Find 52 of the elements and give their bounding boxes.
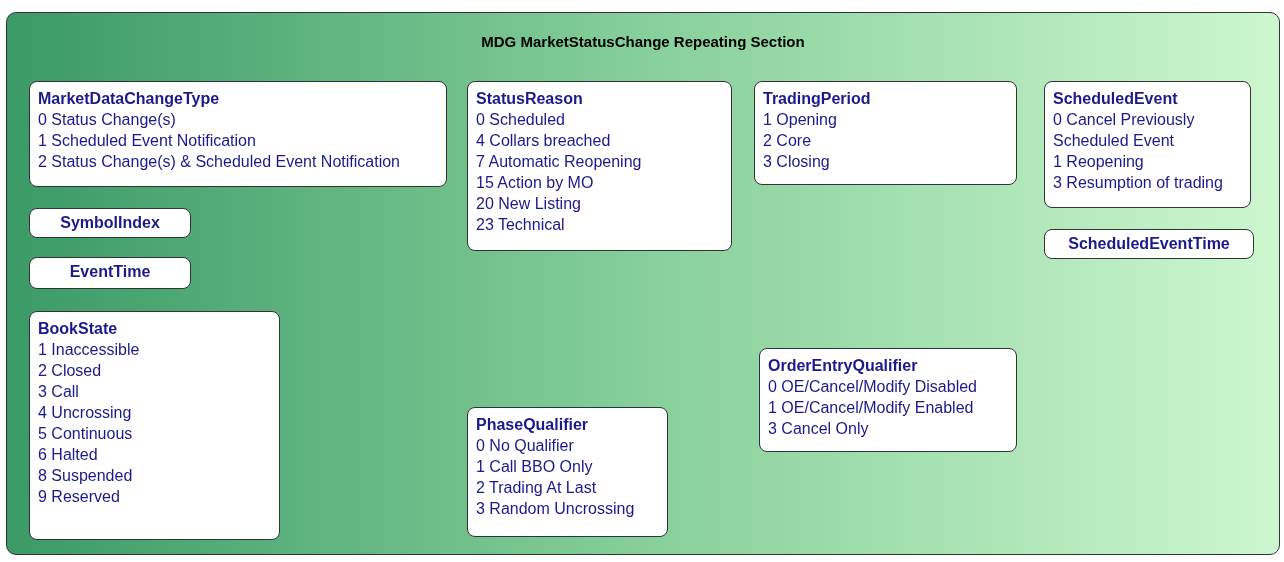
field-name: MarketDataChangeType xyxy=(38,89,221,109)
field-box xyxy=(29,311,280,540)
field-value: 3 Call xyxy=(38,382,80,402)
field-box xyxy=(759,348,1017,452)
field-name: StatusReason xyxy=(476,89,584,109)
field-value: 1 Reopening xyxy=(1053,152,1145,172)
field-name: EventTime xyxy=(68,262,152,282)
field-box xyxy=(29,257,191,289)
field-value: 2 Status Change(s) & Scheduled Event Notification xyxy=(38,152,401,172)
field-value: 0 Status Change(s) xyxy=(38,110,177,130)
field-value: 0 Scheduled xyxy=(476,110,566,130)
field-value: 0 OE/Cancel/Modify Disabled xyxy=(768,377,978,397)
field-name: SymbolIndex xyxy=(59,213,161,233)
field-value: 0 Cancel Previously Scheduled Event xyxy=(1053,110,1196,151)
field-value: 4 Collars breached xyxy=(476,131,612,151)
field-value: 2 Core xyxy=(763,131,813,151)
field-value: 20 New Listing xyxy=(476,194,582,214)
field-value: 15 Action by MO xyxy=(476,173,595,193)
field-name: OrderEntryQualifier xyxy=(768,356,919,376)
field-box xyxy=(1044,81,1251,208)
field-value: 0 No Qualifier xyxy=(476,436,575,456)
field-box xyxy=(467,407,668,537)
field-value: 5 Continuous xyxy=(38,424,134,444)
field-value: 6 Halted xyxy=(38,445,99,465)
field-box xyxy=(1044,229,1254,259)
field-name: ScheduledEventTime xyxy=(1067,234,1231,254)
section-panel xyxy=(6,12,1280,555)
field-value: 4 Uncrossing xyxy=(38,403,133,423)
field-value: 1 Opening xyxy=(763,110,838,130)
field-box xyxy=(29,81,447,187)
field-value: 1 Scheduled Event Notification xyxy=(38,131,257,151)
field-value: 9 Reserved xyxy=(38,487,121,507)
field-value: 3 Random Uncrossing xyxy=(476,499,636,519)
field-name: PhaseQualifier xyxy=(476,415,590,435)
field-value: 1 Call BBO Only xyxy=(476,457,594,477)
field-box xyxy=(467,81,732,251)
field-box xyxy=(754,81,1017,185)
field-value: 2 Closed xyxy=(38,361,103,381)
field-value: 1 Inaccessible xyxy=(38,340,141,360)
field-value: 8 Suspended xyxy=(38,466,134,486)
section-title: MDG MarketStatusChange Repeating Section xyxy=(480,33,806,50)
field-value: 23 Technical xyxy=(476,215,566,235)
field-value: 3 Closing xyxy=(763,152,831,172)
field-value: 1 OE/Cancel/Modify Enabled xyxy=(768,398,975,418)
field-value: 2 Trading At Last xyxy=(476,478,598,498)
field-value: 7 Automatic Reopening xyxy=(476,152,643,172)
field-value: 3 Resumption of trading xyxy=(1053,173,1224,193)
field-box xyxy=(29,208,191,238)
field-name: TradingPeriod xyxy=(763,89,872,109)
field-name: BookState xyxy=(38,319,119,339)
field-value: 3 Cancel Only xyxy=(768,419,870,439)
field-name: ScheduledEvent xyxy=(1053,89,1179,109)
